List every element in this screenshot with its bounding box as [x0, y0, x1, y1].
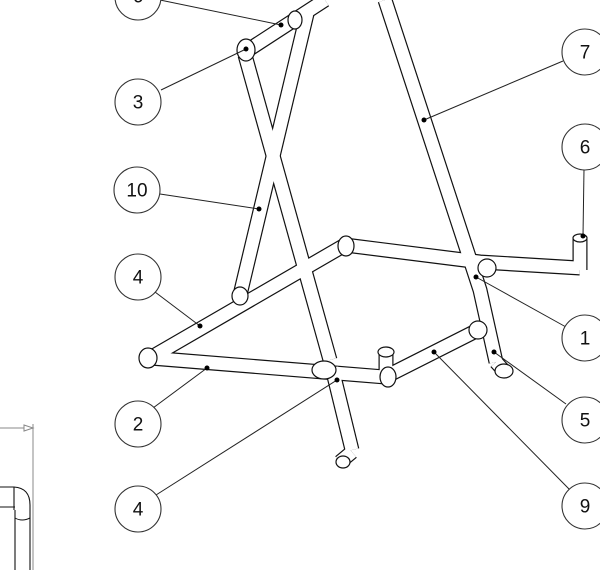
partial-side-view	[0, 424, 35, 570]
side-pipe-joint	[14, 517, 31, 521]
foot-elbow	[335, 455, 351, 469]
balloon-1: 1	[561, 314, 600, 362]
cross-fitting	[477, 258, 497, 278]
dimension-arrow	[23, 424, 35, 432]
svg-text:3: 3	[133, 93, 144, 114]
balloon-10: 10	[113, 166, 161, 214]
svg-text:2: 2	[133, 415, 144, 436]
tee-fitting	[468, 320, 488, 340]
foot-elbow	[494, 363, 514, 379]
balloon-6-top: 6	[114, 0, 162, 21]
balloon-6-right: 6	[561, 123, 600, 171]
svg-text:10: 10	[126, 181, 147, 202]
leader-lines	[152, 0, 586, 496]
svg-text:6: 6	[580, 138, 591, 159]
side-pipe-elbow	[0, 486, 31, 570]
balloon-5: 5	[561, 396, 600, 444]
svg-text:1: 1	[580, 329, 591, 350]
svg-text:7: 7	[580, 43, 591, 64]
cross-fitting	[311, 360, 337, 380]
balloon-4-lower: 4	[114, 485, 162, 533]
svg-text:5: 5	[580, 411, 591, 432]
svg-text:4: 4	[133, 500, 144, 521]
svg-text:9: 9	[580, 497, 591, 518]
balloon-7: 7	[561, 28, 600, 76]
balloon-3: 3	[114, 78, 162, 126]
balloon-9: 9	[561, 482, 600, 530]
pipe-cap	[377, 346, 395, 358]
pipe-frame	[138, 0, 588, 469]
tee-fitting	[231, 286, 249, 306]
svg-text:6: 6	[133, 0, 144, 8]
balloon-4-upper: 4	[114, 253, 162, 301]
svg-text:4: 4	[133, 268, 144, 289]
tee-fitting	[287, 10, 303, 30]
elbow-fitting	[337, 235, 355, 257]
elbow-fitting	[138, 347, 158, 369]
tee-fitting	[379, 366, 397, 388]
balloon-2: 2	[114, 400, 162, 448]
